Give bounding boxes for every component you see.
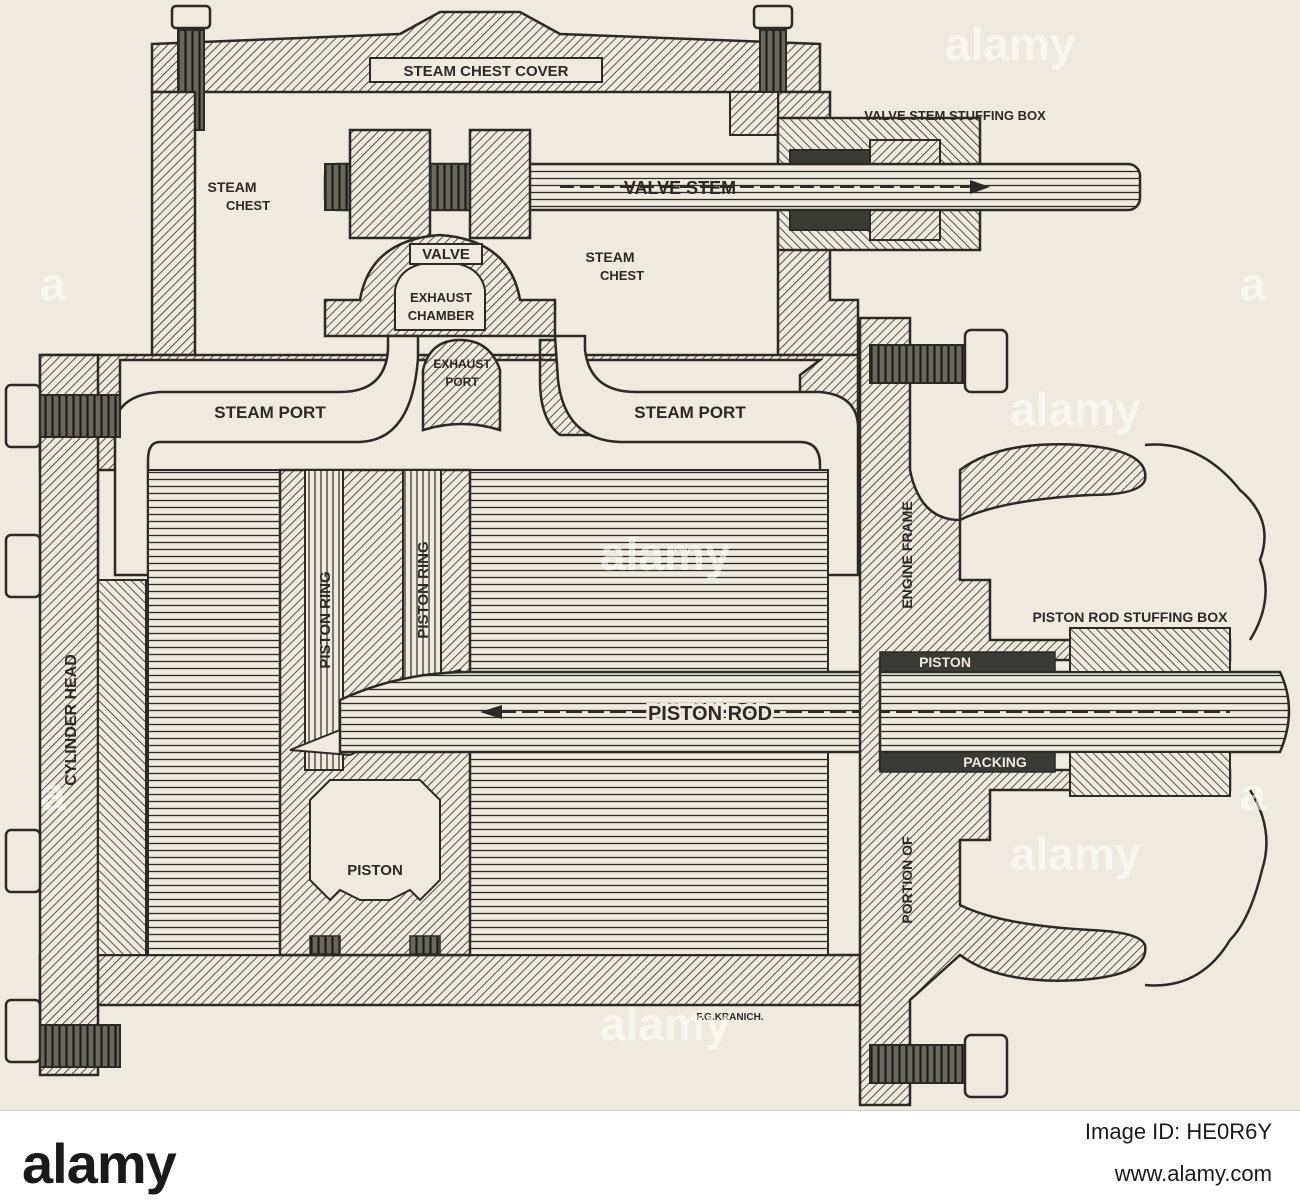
label-exhaust-port-1: EXHAUST bbox=[433, 357, 491, 371]
label-steam-port-left: STEAM PORT bbox=[214, 403, 326, 422]
label-valve-stem-stuffing-box: VALVE STEM STUFFING BOX bbox=[864, 108, 1046, 123]
engine-diagram: STEAM CHEST COVER VALVE STEM STUFFING BO… bbox=[4, 4, 1291, 1107]
alamy-logo[interactable]: alamy bbox=[22, 1132, 177, 1195]
cylinder-head bbox=[38, 353, 147, 1077]
label-steam-chest-left-2: CHEST bbox=[226, 198, 270, 213]
watermarks: alamy alamy alamy alamy alamy a a a a bbox=[40, 18, 1266, 1050]
stock-footer-bar: alamy Image ID: HE0R6Y www.alamy.com bbox=[0, 1110, 1300, 1202]
site-url-link[interactable]: www.alamy.com bbox=[1114, 1161, 1272, 1186]
cylinder-bottom-wall bbox=[38, 953, 862, 1007]
label-engine-frame: ENGINE FRAME bbox=[899, 501, 915, 608]
piston-rod bbox=[338, 670, 1291, 754]
steam-engine-cross-section-figure: STEAM CHEST COVER VALVE STEM STUFFING BO… bbox=[4, 4, 1291, 1107]
steam-chest-cover bbox=[150, 10, 822, 94]
label-piston-rod: PISTON ROD bbox=[648, 703, 772, 725]
slide-valve bbox=[323, 233, 557, 338]
label-steam-port-right: STEAM PORT bbox=[634, 403, 746, 422]
label-steam-chest-right-2: CHEST bbox=[600, 268, 644, 283]
label-valve-stem: VALVE STEM bbox=[624, 178, 736, 198]
engine-frame-bolts bbox=[963, 328, 1009, 1099]
label-steam-chest-right-1: STEAM bbox=[586, 249, 635, 265]
watermark: a bbox=[1240, 768, 1266, 820]
label-exhaust-chamber-2: CHAMBER bbox=[408, 308, 475, 323]
label-piston-rod-stuffing-box: PISTON ROD STUFFING BOX bbox=[1033, 609, 1229, 625]
label-signature: F.G.KRANICH. bbox=[696, 1012, 763, 1023]
watermark: alamy bbox=[945, 18, 1076, 70]
engine-frame bbox=[858, 316, 1232, 1107]
watermark: a bbox=[40, 768, 66, 820]
label-steam-chest-left-1: STEAM bbox=[208, 179, 257, 195]
watermark: a bbox=[1240, 258, 1266, 310]
watermark: alamy bbox=[600, 528, 731, 580]
label-piston-ring-1: PISTON RING bbox=[317, 571, 334, 668]
watermark: alamy bbox=[1010, 383, 1141, 435]
label-exhaust-port-2: PORT bbox=[445, 375, 479, 389]
label-portion-of: PORTION OF bbox=[899, 836, 915, 924]
watermark: alamy bbox=[1010, 828, 1141, 880]
image-id-text: Image ID: HE0R6Y bbox=[1084, 1119, 1272, 1144]
cylinder-head-bolts bbox=[4, 383, 42, 1064]
label-valve: VALVE bbox=[422, 246, 470, 263]
label-cylinder-head: CYLINDER HEAD bbox=[63, 654, 80, 786]
label-packing: PACKING bbox=[963, 754, 1027, 770]
label-piston-tag: PISTON bbox=[919, 654, 971, 670]
label-exhaust-chamber-1: EXHAUST bbox=[410, 290, 472, 305]
label-steam-chest-cover: STEAM CHEST COVER bbox=[403, 63, 568, 80]
watermark: alamy bbox=[600, 998, 731, 1050]
label-piston: PISTON bbox=[347, 862, 403, 879]
piston-rod-stuffing-box bbox=[879, 627, 1231, 797]
watermark: a bbox=[40, 258, 66, 310]
valve-nuts bbox=[348, 128, 532, 240]
diagram-labels: STEAM CHEST COVER VALVE STEM STUFFING BO… bbox=[63, 63, 1228, 1023]
cylinder-casting bbox=[38, 334, 862, 577]
label-piston-ring-2: PISTON RING bbox=[415, 541, 432, 638]
frame-break-outline bbox=[1144, 443, 1268, 987]
